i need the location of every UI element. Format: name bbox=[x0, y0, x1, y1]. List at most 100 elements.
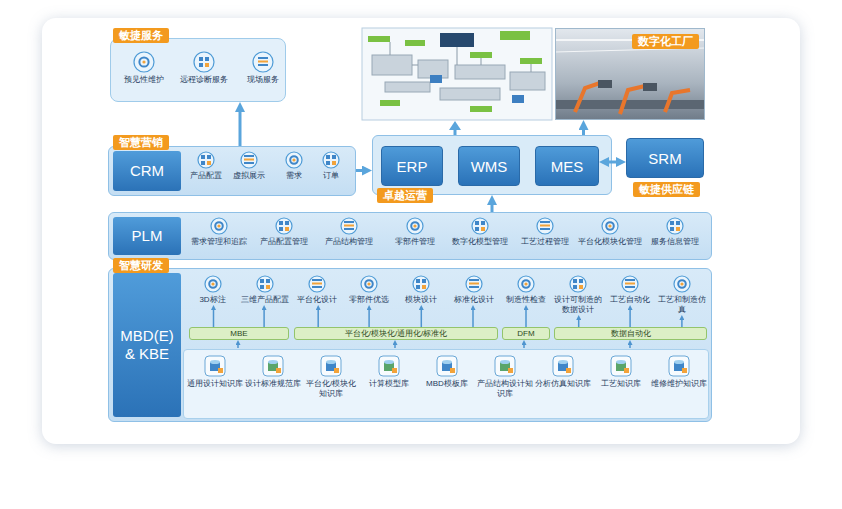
decoration bbox=[625, 283, 635, 285]
decoration bbox=[540, 225, 550, 227]
decoration bbox=[674, 276, 690, 292]
system-box: WMS bbox=[458, 146, 520, 186]
flow-arrow bbox=[421, 310, 423, 327]
decoration bbox=[309, 276, 325, 292]
item-label: 设计可制造的数据设计 bbox=[552, 295, 603, 315]
icon bbox=[262, 355, 284, 377]
function-item: 需求 bbox=[274, 151, 314, 181]
knowledge-base-item: 平台化/模块化知识库 bbox=[303, 355, 359, 399]
decoration bbox=[413, 276, 429, 292]
bar-label: DFM bbox=[503, 328, 549, 339]
decoration bbox=[510, 72, 545, 90]
icon bbox=[465, 275, 483, 293]
layer-tag: 敏捷供应链 bbox=[633, 182, 700, 197]
decoration bbox=[520, 58, 542, 64]
icon bbox=[673, 275, 691, 293]
system-box: MES bbox=[535, 146, 599, 186]
decoration bbox=[218, 368, 223, 373]
icon bbox=[412, 275, 430, 293]
decoration bbox=[207, 155, 211, 159]
decoration bbox=[344, 221, 354, 223]
knowledge-base-item: 维修维护知识库 bbox=[651, 355, 707, 389]
decoration bbox=[416, 279, 420, 283]
decoration bbox=[379, 356, 399, 376]
decoration bbox=[205, 276, 221, 292]
icon bbox=[256, 275, 274, 293]
decoration bbox=[194, 52, 214, 72]
decoration bbox=[475, 221, 479, 225]
decoration bbox=[344, 228, 354, 230]
function-item: 产品配置 bbox=[186, 151, 226, 181]
icon bbox=[204, 355, 226, 377]
decoration bbox=[440, 33, 474, 47]
decoration bbox=[263, 356, 283, 376]
item-label: 产品结构设计知识库 bbox=[477, 379, 533, 399]
decoration bbox=[312, 283, 322, 285]
icon bbox=[666, 217, 684, 235]
decoration bbox=[285, 227, 289, 231]
function-item: 产品配置管理 bbox=[252, 217, 316, 247]
decoration bbox=[553, 356, 573, 376]
decoration bbox=[244, 159, 254, 161]
layer-tag: 智慧营销 bbox=[113, 135, 169, 150]
item-label: 远程诊断服务 bbox=[176, 75, 232, 85]
item-label: 制造性检查 bbox=[500, 295, 551, 305]
decoration bbox=[523, 345, 525, 348]
item-label: 预见性维护 bbox=[116, 75, 172, 85]
item-label: 计算模型库 bbox=[361, 379, 417, 389]
decoration bbox=[412, 65, 418, 66]
connectors bbox=[214, 112, 682, 327]
decoration bbox=[481, 58, 482, 65]
box-label: SRM bbox=[627, 139, 703, 177]
icon bbox=[320, 355, 342, 377]
decoration bbox=[405, 40, 425, 46]
function-item: 零部件管理 bbox=[383, 217, 447, 247]
decoration bbox=[667, 218, 683, 234]
decoration bbox=[622, 276, 638, 292]
decoration bbox=[469, 283, 479, 285]
function-item: 零部件优选 bbox=[344, 275, 395, 305]
decoration bbox=[258, 64, 268, 66]
flow-arrow bbox=[609, 161, 616, 164]
decoration bbox=[624, 368, 629, 373]
decoration bbox=[579, 285, 583, 289]
decoration bbox=[524, 282, 527, 285]
decoration bbox=[470, 106, 492, 112]
decoration bbox=[602, 218, 618, 234]
decoration bbox=[457, 47, 458, 65]
function-item: 服务信息管理 bbox=[643, 217, 707, 247]
decoration bbox=[260, 279, 264, 283]
decoration bbox=[665, 90, 690, 112]
item-label: 服务信息管理 bbox=[643, 237, 707, 247]
decoration bbox=[332, 155, 336, 159]
decoration bbox=[361, 276, 377, 292]
decoration bbox=[555, 28, 705, 120]
decoration bbox=[217, 224, 220, 227]
flow-arrow bbox=[582, 130, 585, 135]
box-label: WMS bbox=[459, 147, 519, 185]
decoration bbox=[332, 161, 336, 165]
bar-label: 平台化/模块化/通用化/标准化 bbox=[295, 328, 497, 339]
decoration bbox=[422, 285, 426, 289]
decoration bbox=[384, 360, 394, 364]
decoration bbox=[411, 222, 419, 230]
layer-band: 智慧研发MBD(E) & KBE3D标注三维产品配置平台化设计零部件优选模块设计… bbox=[108, 268, 712, 422]
icon bbox=[517, 275, 535, 293]
system-group: 卓越运营ERPWMSMES bbox=[372, 135, 612, 195]
decoration bbox=[566, 368, 571, 373]
flow-arrow bbox=[356, 169, 362, 172]
decoration bbox=[625, 286, 635, 288]
decoration bbox=[512, 95, 524, 103]
function-item: 工艺和制造仿真 bbox=[657, 275, 708, 315]
item-label: 平台化设计 bbox=[291, 295, 342, 305]
decoration bbox=[676, 227, 680, 231]
category-bar: 平台化/模块化/通用化/标准化 bbox=[294, 327, 498, 340]
decoration bbox=[209, 280, 217, 288]
decoration bbox=[334, 368, 339, 373]
decoration bbox=[285, 221, 289, 225]
decoration bbox=[258, 61, 268, 63]
item-label: 零部件管理 bbox=[383, 237, 447, 247]
decoration bbox=[142, 60, 145, 63]
arrow-head bbox=[449, 121, 461, 130]
decoration bbox=[450, 368, 455, 373]
